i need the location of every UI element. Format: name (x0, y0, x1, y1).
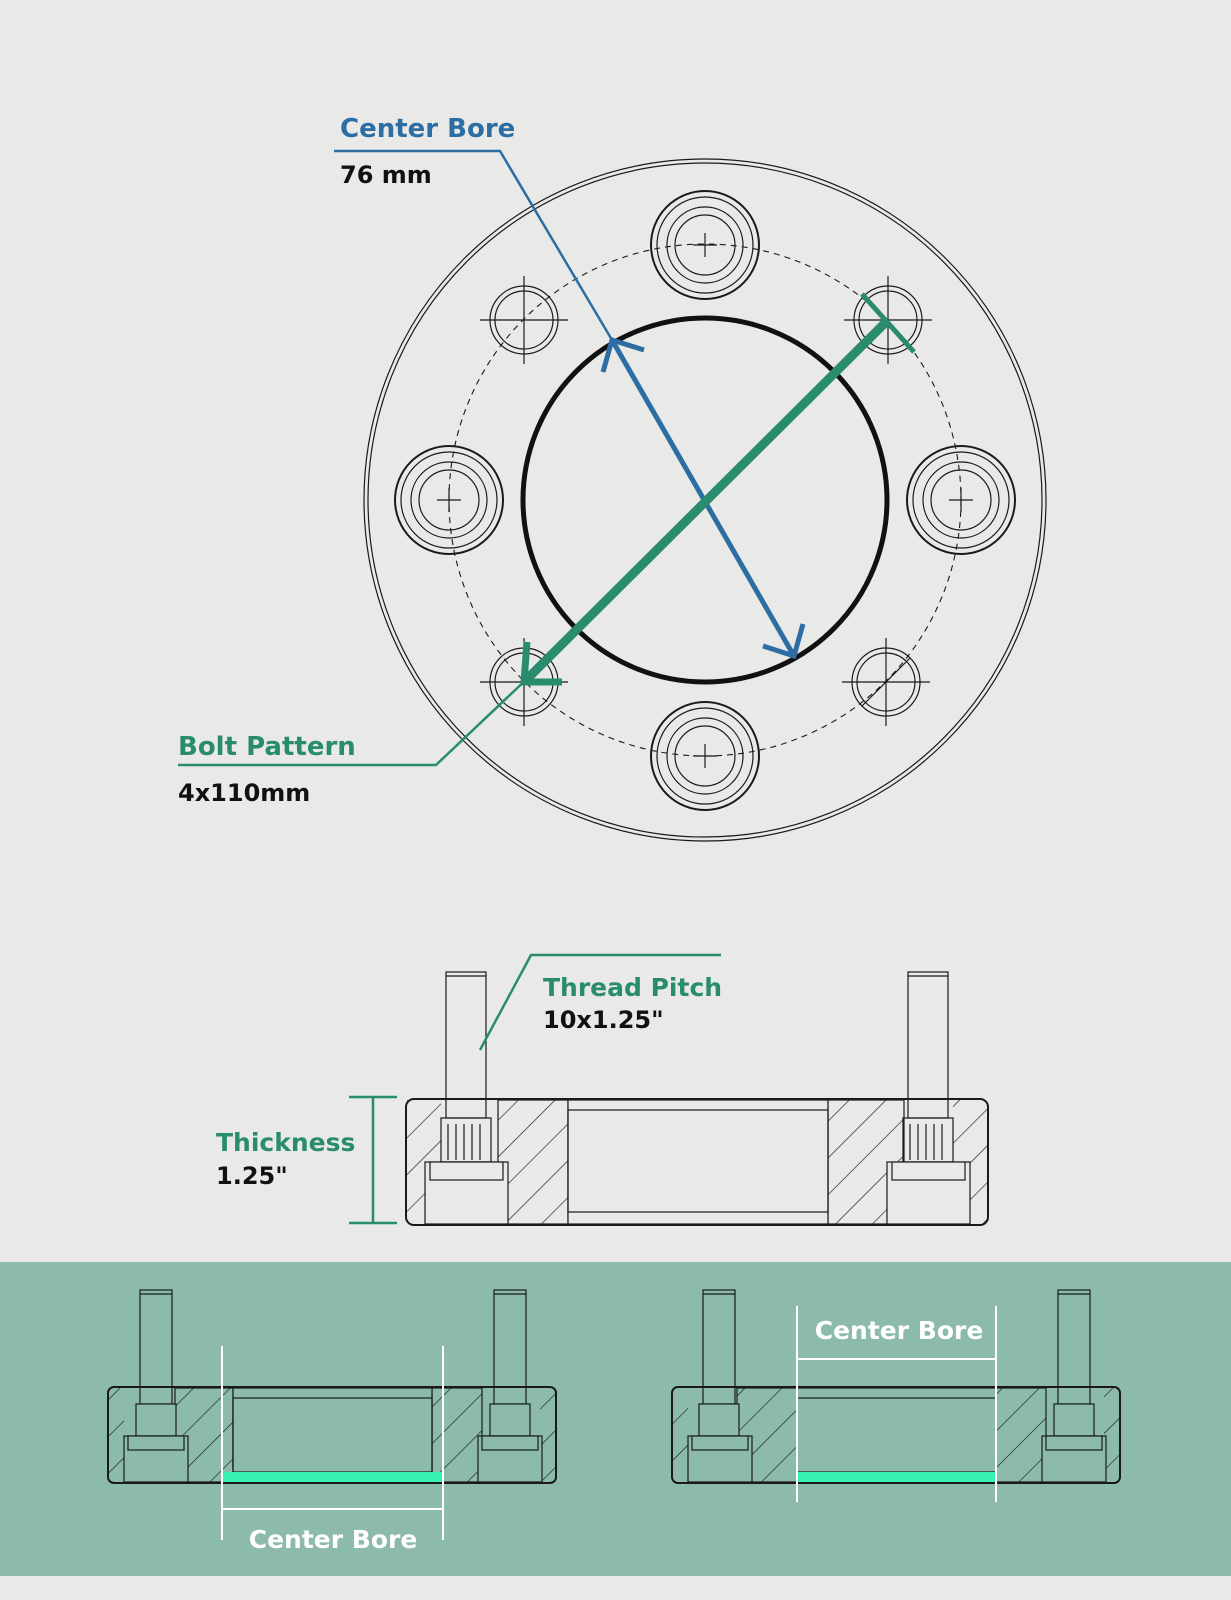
bolt-pattern-value: 4x110mm (178, 779, 310, 807)
center-bore-value: 76 mm (340, 161, 432, 189)
bolt-hole-bottom-right (842, 638, 930, 726)
stud-hole-right (906, 445, 1016, 555)
center-bore-circle (520, 315, 890, 685)
stud-hole-left (394, 445, 504, 555)
bolt-pattern-dimension (178, 292, 916, 767)
bolt-hole-top-left (480, 276, 568, 364)
bottom-left-center-bore-label: Center Bore (249, 1525, 418, 1554)
center-bore-highlight-right (796, 1472, 996, 1482)
thread-pitch-title: Thread Pitch (543, 973, 722, 1002)
bottom-left-section (107, 1289, 557, 1540)
thickness-title: Thickness (216, 1128, 355, 1157)
side-view (349, 953, 989, 1226)
thread-pitch-value: 10x1.25" (543, 1006, 664, 1034)
stud-right (902, 971, 954, 1163)
thickness-value: 1.25" (216, 1162, 288, 1190)
bottom-right-center-bore-label: Center Bore (815, 1316, 984, 1345)
top-view (178, 149, 1047, 842)
center-bore-highlight-left (222, 1472, 442, 1482)
stud-hole-top (650, 190, 760, 300)
thickness-bracket (349, 1095, 397, 1225)
bottom-right-section (671, 1289, 1121, 1502)
center-bore-title: Center Bore (340, 114, 515, 144)
stud-hole-bottom (650, 701, 760, 811)
bolt-pattern-title: Bolt Pattern (178, 732, 356, 762)
stud-left (440, 971, 492, 1163)
center-bore-dimension (334, 149, 806, 660)
